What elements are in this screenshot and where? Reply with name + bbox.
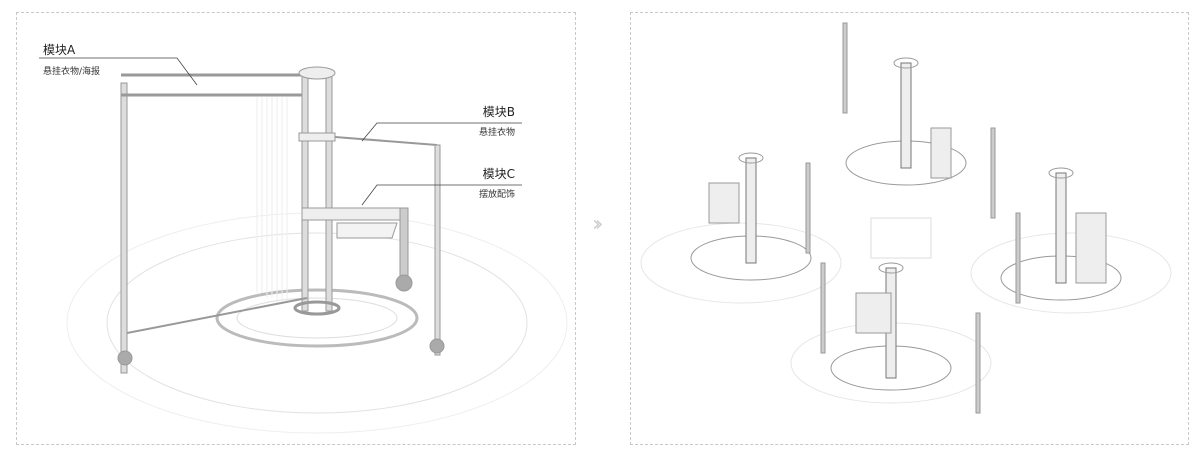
module-a-title: 模块A	[43, 43, 76, 57]
module-b-title: 模块B	[482, 105, 515, 119]
module-c-subtitle: 摆放配饰	[478, 190, 515, 200]
module-a-subtitle: 悬挂衣物/海报	[43, 67, 101, 77]
double-chevron-right-icon: ››	[592, 212, 603, 237]
combined-layout-drawing	[640, 22, 1172, 414]
single-unit-drawing	[39, 57, 568, 434]
unit-left	[640, 152, 842, 304]
single-unit-panel: 模块A 悬挂衣物/海报 模块B 悬挂衣物 模块C 摆放配饰	[16, 12, 576, 445]
unit-bottom	[790, 262, 992, 414]
unit-top	[842, 22, 967, 186]
module-c-title: 模块C	[482, 167, 515, 181]
module-b-subtitle: 悬挂衣物	[478, 128, 515, 138]
combined-layout-panel	[630, 12, 1189, 445]
unit-right	[970, 127, 1172, 314]
